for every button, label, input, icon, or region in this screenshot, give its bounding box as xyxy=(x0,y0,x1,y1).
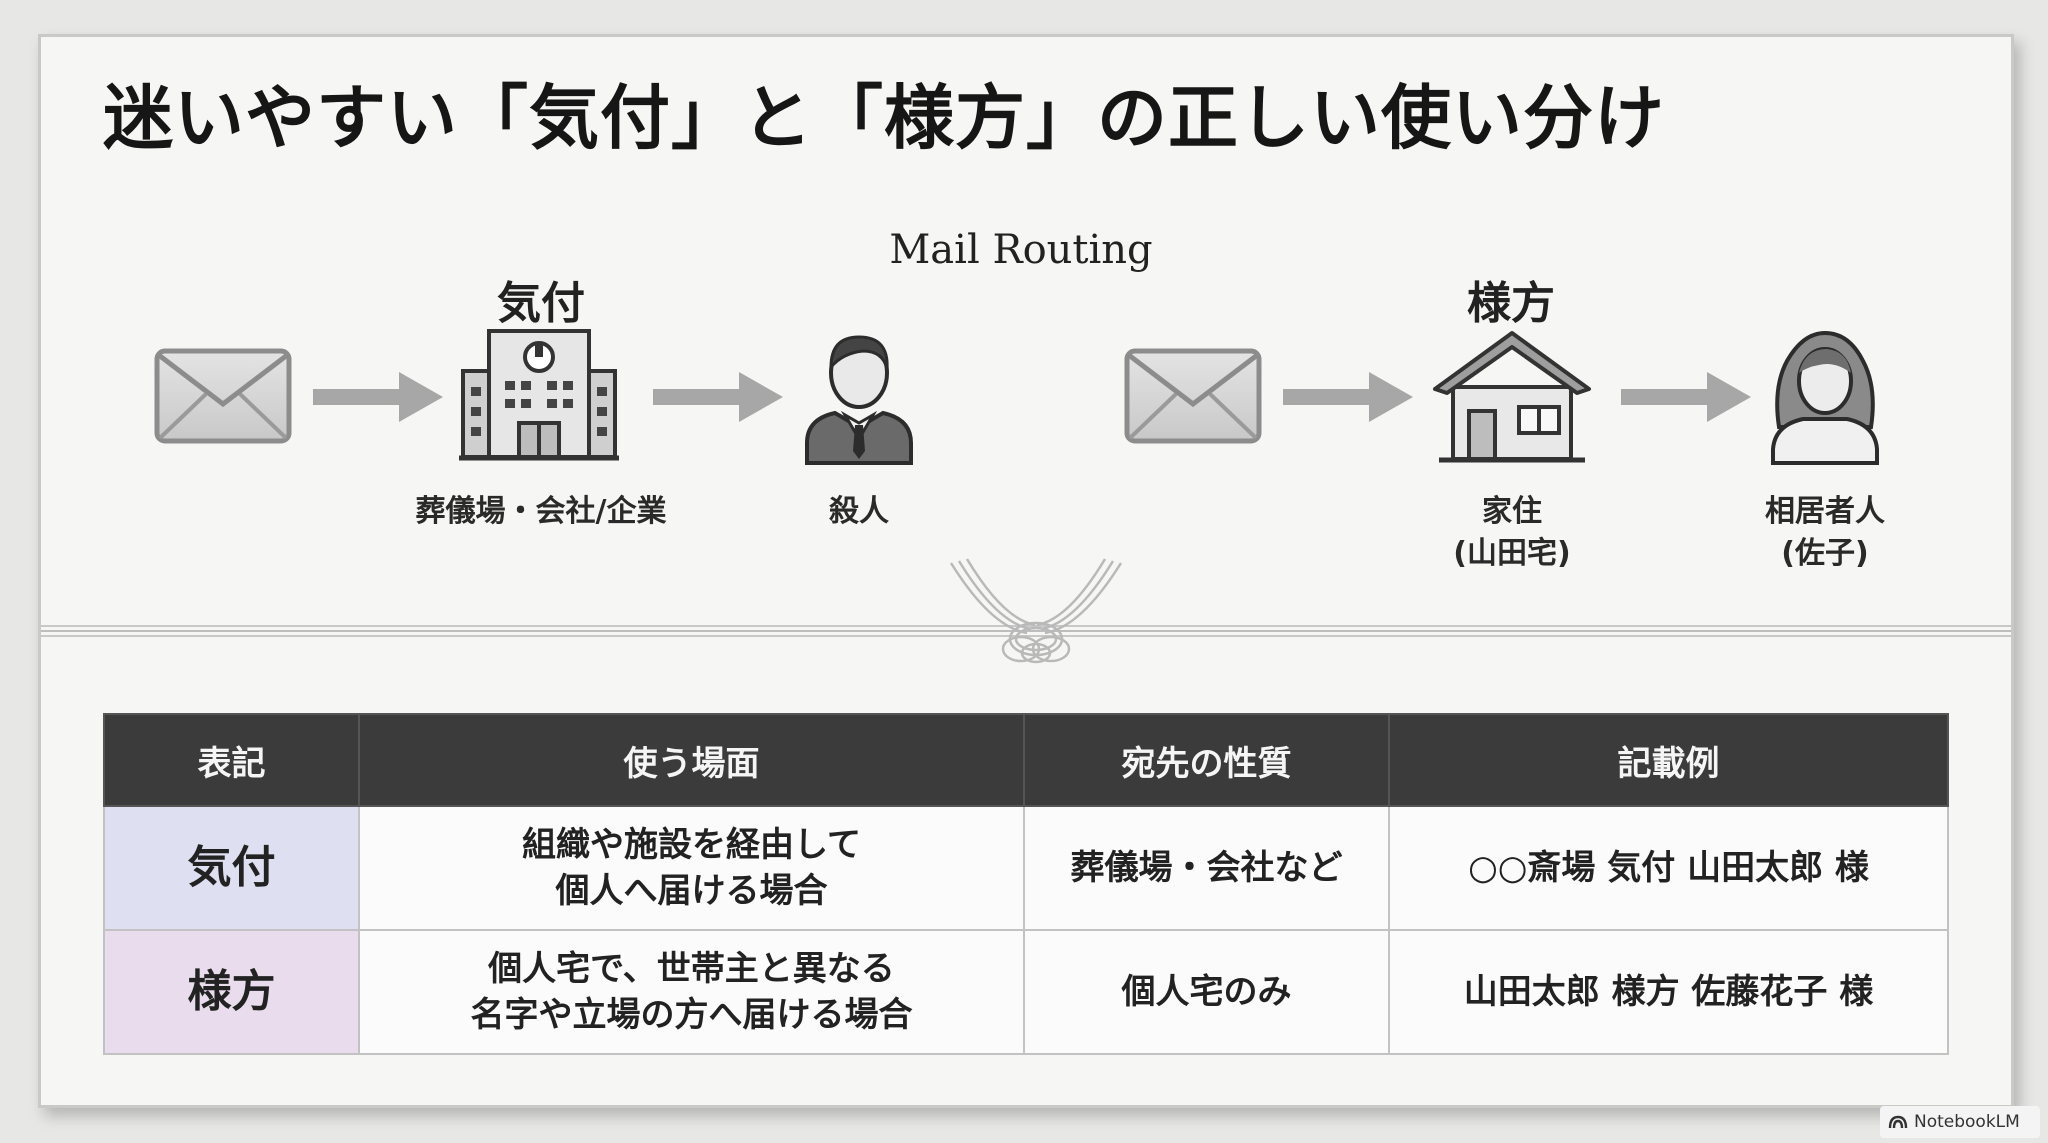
notebooklm-label: NotebookLM xyxy=(1914,1112,2020,1132)
comparison-table: 表記 使う場面 宛先の性質 記載例 気付 組織や施設を経由して 個人へ届ける場合… xyxy=(103,713,1949,1055)
header-nature: 宛先の性質 xyxy=(1023,713,1390,807)
row-scene-cell: 個人宅で、世帯主と異なる 名字や立場の方へ届ける場合 xyxy=(358,929,1025,1055)
scene-line: 個人へ届ける場合 xyxy=(555,871,828,911)
mizuhiki-knot-icon xyxy=(949,558,1123,664)
samakata-recipient-line2: (佐子) xyxy=(1781,536,1869,571)
row-nature-cell: 個人宅のみ xyxy=(1023,929,1390,1055)
table-row: 気付 組織や施設を経由して 個人へ届ける場合 葬儀場・会社など ○○斎場 気付 … xyxy=(103,805,1949,931)
samakata-via-line1: 家住 xyxy=(1482,494,1542,529)
table-row: 様方 個人宅で、世帯主と異なる 名字や立場の方へ届ける場合 個人宅のみ 山田太郎… xyxy=(103,929,1949,1055)
arrow-right-icon xyxy=(1283,372,1413,422)
arrow-right-icon xyxy=(313,372,443,422)
samakata-via-label: 家住 (山田宅) xyxy=(1412,491,1612,575)
table-header-row: 表記 使う場面 宛先の性質 記載例 xyxy=(103,713,1949,807)
slide-card: 迷いやすい「気付」と「様方」の正しい使い分け 気付 Mail Routing 様… xyxy=(38,34,2014,1108)
kitsuke-via-label: 葬儀場・会社/企業 xyxy=(415,494,667,529)
page-title: 迷いやすい「気付」と「様方」の正しい使い分け xyxy=(103,76,1665,159)
header-example: 記載例 xyxy=(1388,713,1949,807)
mail-routing-label: Mail Routing xyxy=(889,227,1153,273)
scene-line: 組織や施設を経由して xyxy=(522,825,861,865)
envelope-icon xyxy=(1124,348,1262,444)
woman-icon xyxy=(1771,330,1879,465)
arrow-right-icon xyxy=(653,372,783,422)
row-nature-cell: 葬儀場・会社など xyxy=(1023,805,1390,931)
notebooklm-logo-icon xyxy=(1888,1115,1908,1129)
businessman-icon xyxy=(805,335,913,465)
row-scene-cell: 組織や施設を経由して 個人へ届ける場合 xyxy=(358,805,1025,931)
scene-line: 個人宅で、世帯主と異なる xyxy=(488,949,895,989)
row-notation-cell: 気付 xyxy=(103,805,360,931)
header-notation: 表記 xyxy=(103,713,360,807)
kitsuke-heading: 気付 xyxy=(497,278,585,329)
divider-line xyxy=(41,625,2011,637)
house-icon xyxy=(1433,331,1591,463)
envelope-icon xyxy=(154,348,292,444)
samakata-heading: 様方 xyxy=(1467,278,1555,329)
arrow-right-icon xyxy=(1621,372,1751,422)
samakata-via-line2: (山田宅) xyxy=(1453,536,1571,571)
scene-line: 名字や立場の方へ届ける場合 xyxy=(470,995,913,1035)
header-scene: 使う場面 xyxy=(358,713,1025,807)
row-example-cell: ○○斎場 気付 山田太郎 様 xyxy=(1388,805,1949,931)
row-notation-cell: 様方 xyxy=(103,929,360,1055)
notebooklm-badge: NotebookLM xyxy=(1880,1106,2040,1138)
office-building-icon xyxy=(459,329,619,461)
samakata-recipient-line1: 相居者人 xyxy=(1765,494,1885,529)
kitsuke-recipient-label: 殺人 xyxy=(829,494,889,529)
samakata-recipient-label: 相居者人 (佐子) xyxy=(1725,491,1925,575)
row-example-cell: 山田太郎 様方 佐藤花子 様 xyxy=(1388,929,1949,1055)
